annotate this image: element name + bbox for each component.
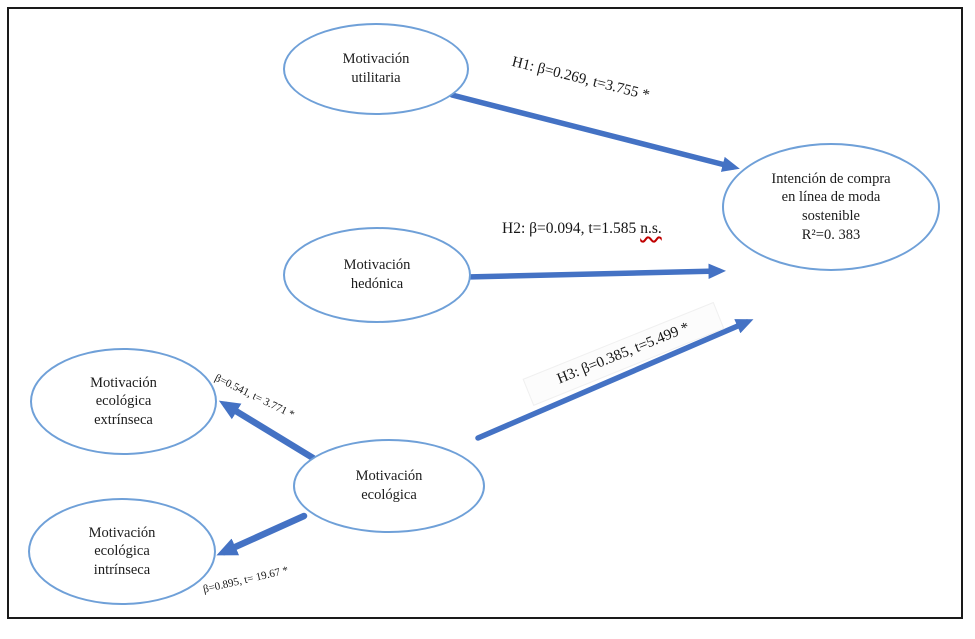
node-label-line: sostenible xyxy=(801,208,860,224)
node-motivacion-hedonica: Motivación hedónica xyxy=(283,227,471,323)
intrinseca-arrow xyxy=(216,512,308,556)
node-label: Motivación ecológica extrínseca xyxy=(90,374,157,430)
node-label: Motivación hedónica xyxy=(344,256,411,293)
node-label: Motivación ecológica xyxy=(356,467,423,504)
node-label-line: ecológica xyxy=(94,543,150,560)
node-label: Motivación utilitaria xyxy=(343,50,410,87)
node-motivacion-utilitaria: Motivación utilitaria xyxy=(283,23,469,115)
h3-arrow xyxy=(475,319,754,441)
node-label-line: intrínseca xyxy=(93,561,151,578)
h2-edge-label: H2: β=0.094, t=1.585 n.s. xyxy=(502,220,662,238)
node-intencion-de-compra: Intención de compra en línea de moda sos… xyxy=(722,143,940,271)
node-label-line: Motivación xyxy=(342,51,410,68)
node-motivacion-ecologica-intrinseca: Motivación ecológica intrínseca xyxy=(28,498,216,605)
node-label-line: R²=0. 383 xyxy=(801,226,861,243)
h1-arrow xyxy=(449,92,740,172)
node-label-line: extrínseca xyxy=(94,411,153,428)
node-label-line: Intención de compra xyxy=(771,170,891,187)
node-label-line: hedónica xyxy=(350,276,404,292)
node-label-line: utilitaria xyxy=(351,70,401,86)
node-label-line: Motivación xyxy=(90,374,157,391)
extrinseca-arrow xyxy=(218,400,317,462)
node-label-line: ecológica xyxy=(361,487,417,503)
node-motivacion-ecologica: Motivación ecológica xyxy=(293,439,485,533)
node-label-line: Motivación xyxy=(355,468,423,485)
node-label-line: en línea de moda xyxy=(781,189,881,206)
node-label-line: ecológica xyxy=(95,393,152,410)
h2-edge-label-text: H2: β=0.094, t=1.585 xyxy=(502,220,637,237)
node-label-line: Motivación xyxy=(343,257,411,274)
node-label: Intención de compra en línea de moda sos… xyxy=(771,170,890,244)
node-label-line: Motivación xyxy=(88,524,156,541)
node-motivacion-ecologica-extrinseca: Motivación ecológica extrínseca xyxy=(30,348,217,455)
node-label: Motivación ecológica intrínseca xyxy=(89,524,156,580)
h2-ns-flag: n.s. xyxy=(640,220,662,237)
h2-arrow xyxy=(463,263,727,280)
